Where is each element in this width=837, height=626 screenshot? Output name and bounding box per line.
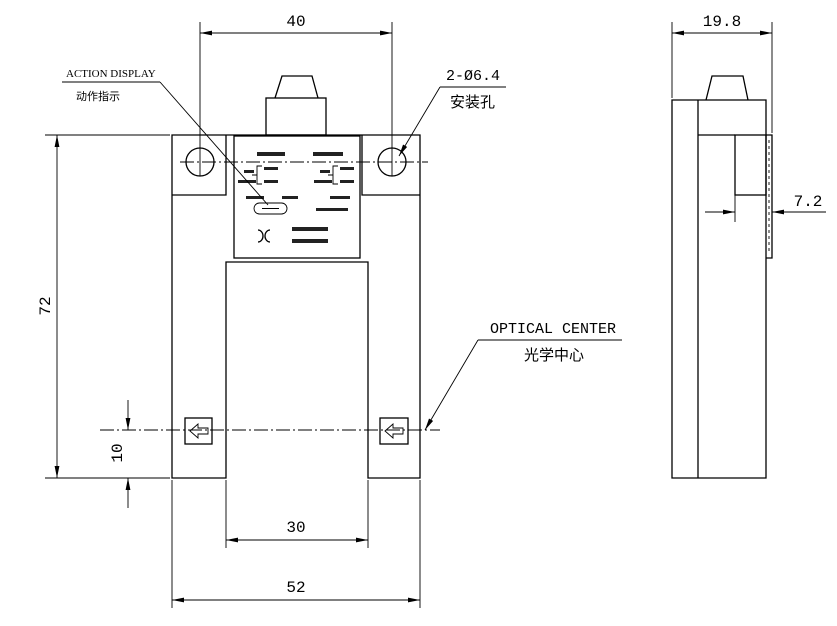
plate-marking <box>292 227 328 231</box>
actuator-cap <box>274 75 319 99</box>
contact-symbol-left <box>252 165 262 185</box>
plate-marking <box>313 152 343 156</box>
right-optical-window <box>379 417 409 445</box>
left-hole-boss <box>172 135 227 196</box>
action-display-window <box>253 202 288 215</box>
dim-depth: 19.8 <box>671 13 773 133</box>
label-plate <box>233 135 361 259</box>
dim-height-value: 72 <box>37 296 55 315</box>
certification-mark <box>257 229 271 243</box>
action-display-label-cn: 动作指示 <box>76 89 120 103</box>
callout-action-display: ACTION DISPLAY 动作指示 <box>62 68 269 206</box>
dim-slot-width-value: 30 <box>286 519 305 537</box>
contact-symbol-right <box>328 165 338 185</box>
plate-marking <box>264 180 278 183</box>
dim-optical-center-height: 10 <box>109 400 170 508</box>
plate-marking <box>340 167 354 170</box>
front-view: 40 72 10 30 52 <box>37 13 622 608</box>
optical-center-label: OPTICAL CENTER <box>490 321 616 338</box>
dim-depth-value: 19.8 <box>703 13 741 31</box>
dim-overall-width-value: 52 <box>286 579 305 597</box>
left-optical-box <box>184 417 213 445</box>
side-body-outline <box>671 99 767 479</box>
plate-marking <box>282 196 298 199</box>
right-window-arrow-icon <box>384 423 404 439</box>
dim-hole-spacing: 40 <box>199 13 393 176</box>
plate-marking <box>340 180 354 183</box>
left-arrow-icon <box>189 423 209 439</box>
callout-leader <box>159 81 269 206</box>
dim-height: 72 <box>37 134 170 479</box>
side-label-plate <box>766 134 773 259</box>
mounting-holes-spec: 2-Ø6.4 <box>446 68 500 85</box>
plate-marking <box>330 196 350 199</box>
plate-marking <box>257 152 285 156</box>
side-actuator-cap <box>705 75 749 101</box>
plate-marking <box>292 239 328 243</box>
plate-marking <box>320 170 330 173</box>
action-display-label: ACTION DISPLAY <box>66 68 156 80</box>
actuator-stem <box>265 97 327 136</box>
right-hole-boss <box>361 135 420 196</box>
dim-overall-width: 52 <box>171 480 421 608</box>
dim-optical-center-height-value: 10 <box>109 443 127 462</box>
left-optical-window <box>184 417 213 445</box>
dim-slot-width: 30 <box>225 480 369 548</box>
callout-leader <box>424 339 479 431</box>
callout-mounting-holes: 2-Ø6.4 安装孔 <box>398 68 506 157</box>
plate-marking <box>246 196 264 199</box>
dim-boss-depth: 7.2 <box>705 193 826 258</box>
mounting-holes-label-cn: 安装孔 <box>450 93 495 111</box>
plate-marking <box>244 170 254 173</box>
plate-markings <box>238 152 354 243</box>
side-view: 19.8 7.2 <box>671 13 826 479</box>
dim-hole-spacing-value: 40 <box>286 13 305 31</box>
side-hole-boss <box>734 134 767 196</box>
callout-optical-center: OPTICAL CENTER 光学中心 <box>424 321 622 431</box>
optical-center-label-cn: 光学中心 <box>524 346 584 364</box>
callout-leader <box>398 86 441 157</box>
plate-marking <box>316 208 348 211</box>
u-body-outline <box>171 134 421 479</box>
plate-marking <box>264 167 278 170</box>
dim-boss-depth-value: 7.2 <box>794 193 823 211</box>
plate-marking <box>314 180 332 183</box>
right-optical-box <box>379 417 409 445</box>
